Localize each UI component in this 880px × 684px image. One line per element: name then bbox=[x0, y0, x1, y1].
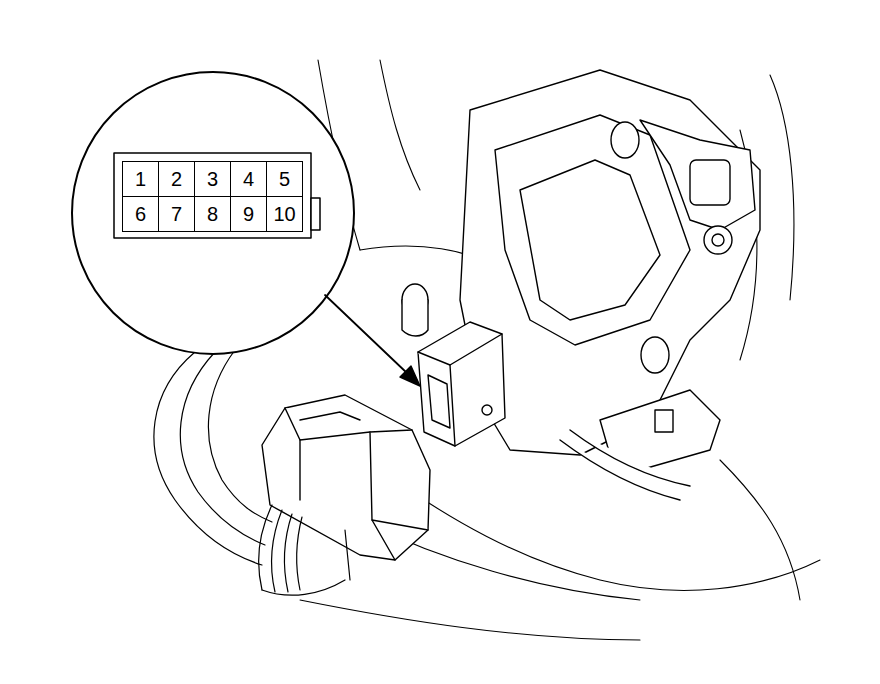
pin-cell: 7 bbox=[158, 196, 195, 232]
pin-cell: 1 bbox=[122, 161, 159, 197]
pointer-arrow bbox=[325, 295, 420, 386]
harness-loop bbox=[154, 350, 272, 565]
pin-number: 2 bbox=[171, 169, 182, 189]
sensor-socket bbox=[418, 322, 505, 446]
sensor-body bbox=[460, 70, 760, 455]
pin-cell: 8 bbox=[194, 196, 231, 232]
pin-number: 7 bbox=[171, 204, 182, 224]
pin-number: 1 bbox=[135, 169, 146, 189]
pin-cell: 4 bbox=[230, 161, 267, 197]
pin-cell: 10 bbox=[266, 196, 303, 232]
pin-number: 6 bbox=[135, 204, 146, 224]
pin-number: 4 bbox=[243, 169, 254, 189]
pin-number: 3 bbox=[207, 169, 218, 189]
pin-number: 9 bbox=[243, 204, 254, 224]
connector-face bbox=[114, 153, 320, 238]
pin-number: 5 bbox=[279, 169, 290, 189]
pin-number: 10 bbox=[273, 204, 295, 224]
inset-circle bbox=[72, 72, 354, 354]
pin-cell: 9 bbox=[230, 196, 267, 232]
pin-cell: 3 bbox=[194, 161, 231, 197]
pin-number: 8 bbox=[207, 204, 218, 224]
pin-cell: 5 bbox=[266, 161, 303, 197]
pin-cell: 2 bbox=[158, 161, 195, 197]
mounting-bolts bbox=[402, 122, 669, 373]
bracket bbox=[560, 390, 720, 500]
harness-wires bbox=[259, 505, 350, 595]
pin-cell: 6 bbox=[122, 196, 159, 232]
